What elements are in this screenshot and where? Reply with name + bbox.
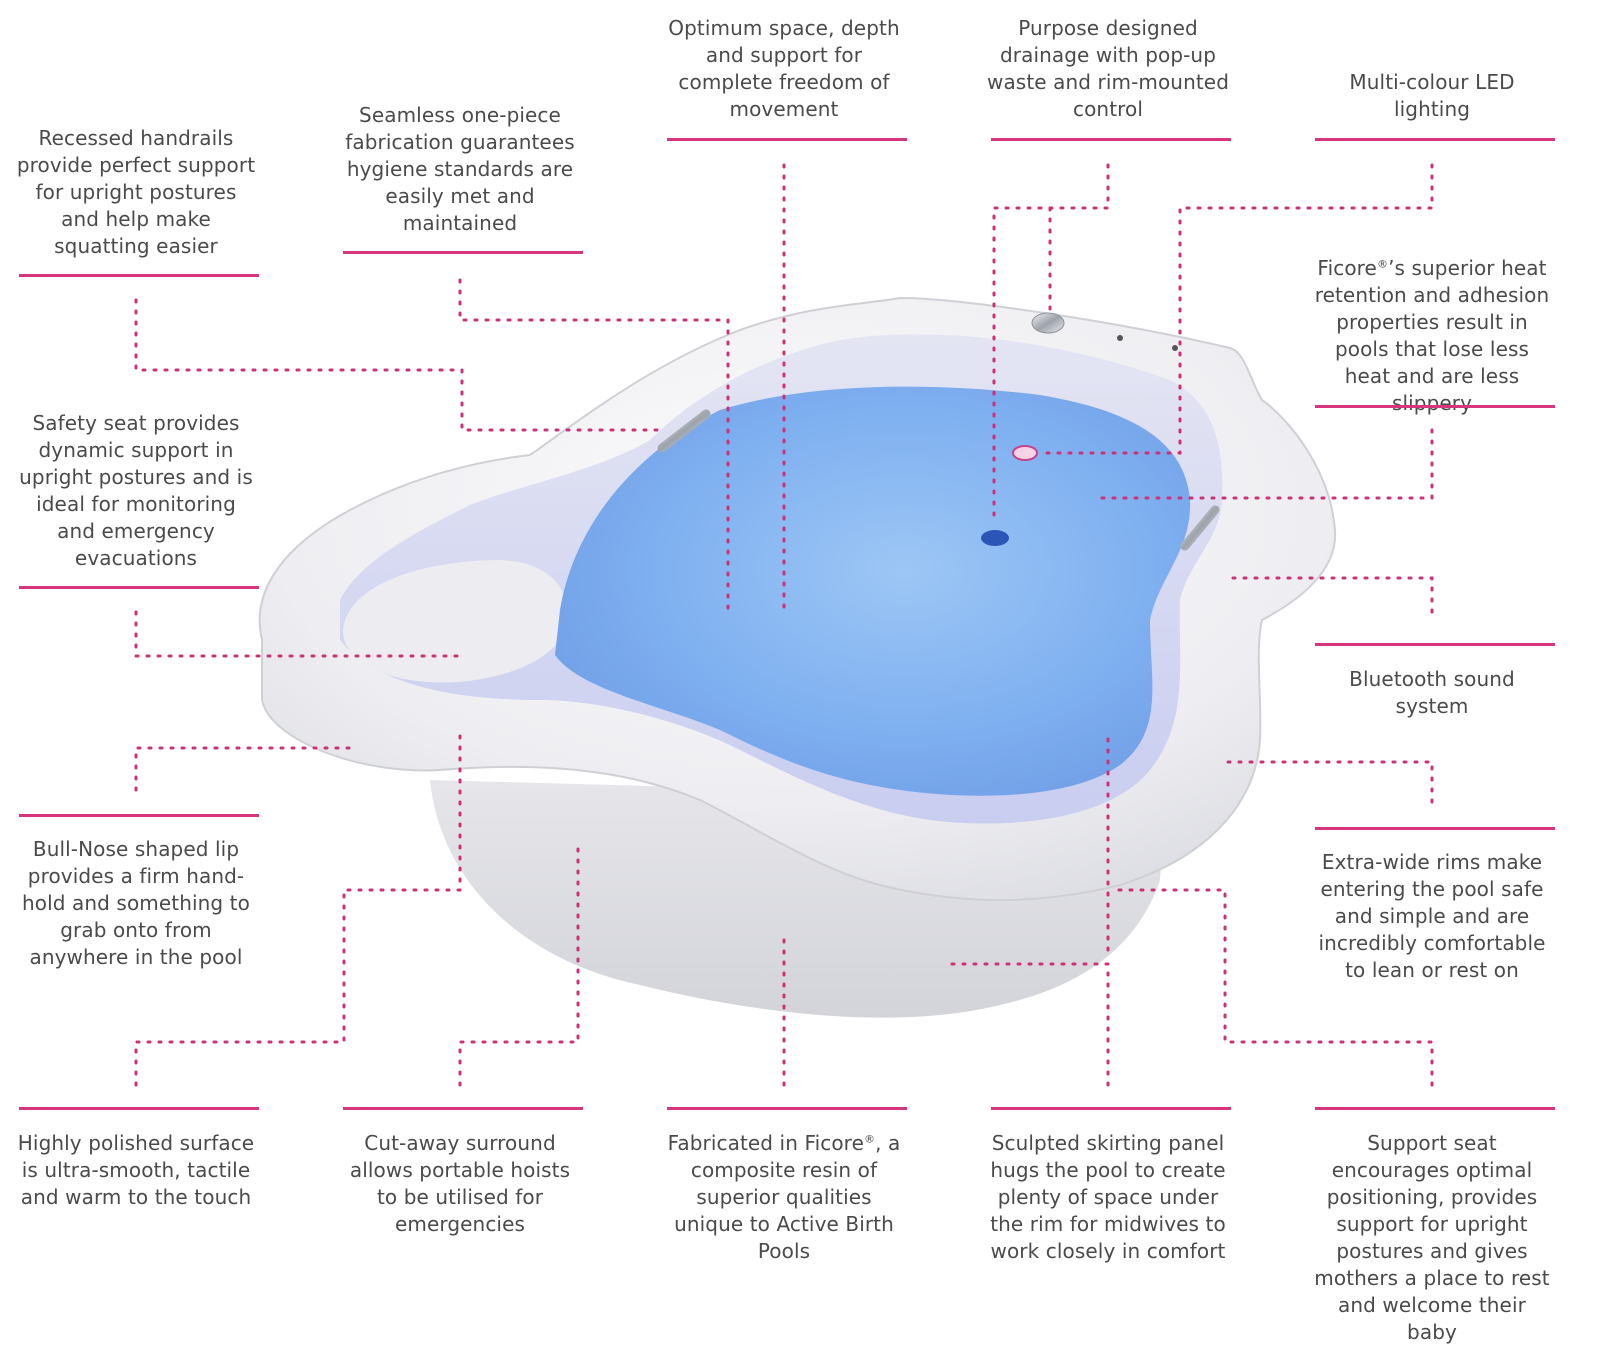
callout-rule: [19, 814, 259, 817]
callout-led-lighting: Multi-colour LED lighting: [1349, 70, 1515, 121]
rim-control: [1031, 312, 1065, 334]
led-light: [1012, 445, 1038, 461]
callout-polished-surface: Highly polished surface is ultra-smooth,…: [17, 1131, 255, 1209]
safety-seat: [343, 560, 568, 683]
callout-rule: [343, 1107, 583, 1110]
callout-rule: [1315, 1107, 1555, 1110]
callout-rule: [343, 251, 583, 254]
callout-rule: [1315, 138, 1555, 141]
callout-cut-away: Cut-away surround allows portable hoists…: [349, 1131, 571, 1236]
callout-support-seat: Support seat encourages optimal position…: [1314, 1131, 1550, 1344]
water: [555, 386, 1191, 796]
callout-extra-wide-rims: Extra-wide rims make entering the pool s…: [1318, 850, 1546, 982]
callout-skirting: Sculpted skirting panel hugs the pool to…: [990, 1131, 1226, 1263]
leader-lines: [134, 163, 1434, 1087]
callout-safety-seat: Safety seat provides dynamic support in …: [19, 411, 253, 570]
right-handrail: [1180, 505, 1220, 551]
callout-bluetooth: Bluetooth sound system: [1349, 667, 1515, 718]
callout-rule: [19, 1107, 259, 1110]
callout-drainage: Purpose designed drainage with pop-up wa…: [986, 16, 1229, 121]
callout-rule: [1315, 405, 1555, 408]
callout-rule: [19, 274, 259, 277]
callout-ficore-heat: Ficore®’s superior heat retention and ad…: [1314, 256, 1550, 415]
callout-optimum-space: Optimum space, depth and support for com…: [668, 16, 900, 121]
callout-rule: [19, 586, 259, 589]
left-handrail: [657, 409, 711, 453]
callout-rule: [991, 138, 1231, 141]
callout-fabricated: Fabricated in Ficore®, a composite resin…: [667, 1131, 901, 1263]
callout-rule: [1315, 827, 1555, 830]
callout-rule: [1315, 643, 1555, 646]
drain-waste: [981, 530, 1009, 546]
callout-rule: [667, 138, 907, 141]
callout-rule: [991, 1107, 1231, 1110]
callout-bull-nose: Bull-Nose shaped lip provides a firm han…: [22, 837, 250, 969]
callout-rule: [667, 1107, 907, 1110]
callout-handrails: Recessed handrails provide perfect suppo…: [16, 126, 256, 258]
callout-seamless: Seamless one-piece fabrication guarantee…: [345, 103, 575, 235]
